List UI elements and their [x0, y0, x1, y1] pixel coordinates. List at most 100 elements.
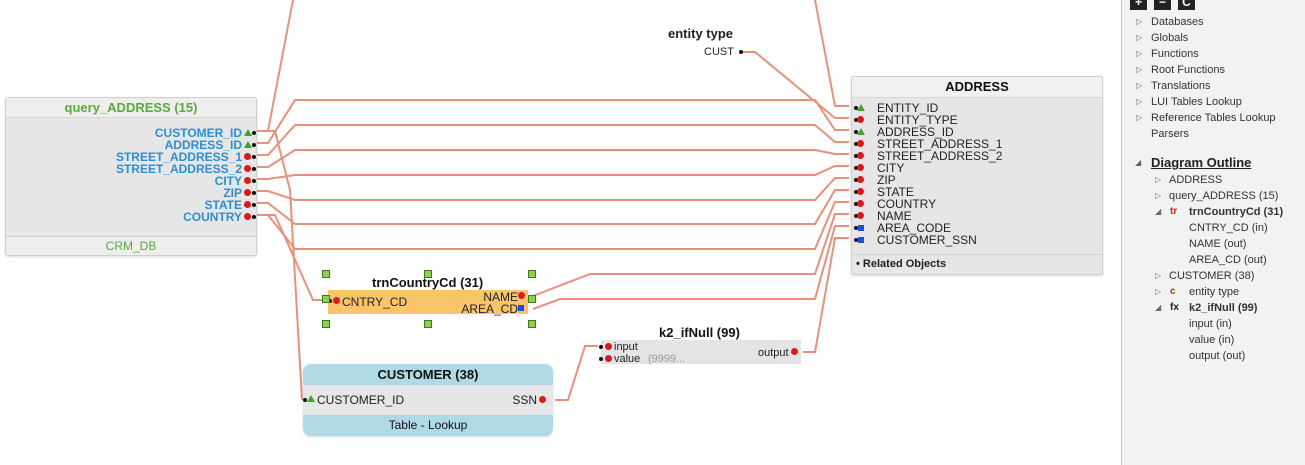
- expand-outline-arrow[interactable]: ◢: [1135, 158, 1142, 167]
- selection-handle[interactable]: [528, 295, 536, 303]
- query-field-port[interactable]: [244, 141, 252, 148]
- wire-address-id[interactable]: [257, 99, 849, 144]
- trn-output-name-port[interactable]: [518, 292, 525, 299]
- query-field-port[interactable]: [244, 213, 251, 220]
- wire-city[interactable]: [257, 165, 849, 180]
- wire-name[interactable]: [532, 213, 849, 297]
- expand-arrow-icon[interactable]: ▷: [1136, 65, 1143, 74]
- wire-entity-id-down[interactable]: [814, 0, 849, 107]
- wire-ifnull-to-ssn[interactable]: [803, 237, 849, 353]
- tree-item-databases[interactable]: Databases: [1151, 16, 1204, 28]
- tree-item-globals[interactable]: Globals: [1151, 32, 1189, 44]
- selection-handle[interactable]: [322, 320, 330, 328]
- tree-item-root-functions[interactable]: Root Functions: [1151, 64, 1225, 76]
- customer-lookup-node[interactable]: CUSTOMER (38) CUSTOMER_ID SSN Table - Lo…: [303, 364, 553, 436]
- address-field-port[interactable]: [858, 225, 864, 231]
- expand-arrow-icon[interactable]: ▷: [1136, 33, 1143, 42]
- wire-street-2[interactable]: [257, 149, 849, 168]
- customer-output-port[interactable]: [539, 396, 546, 403]
- outline-child-item[interactable]: output (out): [1189, 350, 1246, 362]
- selection-handle[interactable]: [322, 270, 330, 278]
- wire-street-1[interactable]: [257, 124, 849, 156]
- wire-country[interactable]: [257, 201, 849, 250]
- wire-customer-id-lookup[interactable]: [257, 130, 303, 401]
- address-field-port[interactable]: [857, 152, 864, 159]
- tree-item-parsers[interactable]: Parsers: [1151, 128, 1189, 140]
- outline-child-item[interactable]: CNTRY_CD (in): [1189, 222, 1268, 234]
- selection-handle[interactable]: [424, 270, 432, 278]
- selection-handle[interactable]: [528, 270, 536, 278]
- outline-item[interactable]: query_ADDRESS (15): [1169, 190, 1279, 202]
- selection-handle[interactable]: [528, 320, 536, 328]
- trn-input-port[interactable]: [333, 297, 340, 304]
- address-field-port[interactable]: [857, 128, 865, 135]
- ifnull-node[interactable]: k2_ifNull (99) input value (9999... outp…: [595, 323, 805, 365]
- refresh-icon[interactable]: C: [1178, 0, 1195, 10]
- diagram-outline-title[interactable]: Diagram Outline: [1151, 155, 1252, 170]
- query-field-port[interactable]: [244, 177, 251, 184]
- address-field-port[interactable]: [857, 104, 865, 111]
- tree-item-lui-tables-lookup[interactable]: LUI Tables Lookup: [1151, 96, 1242, 108]
- trn-output-area-port[interactable]: [518, 305, 524, 311]
- expand-arrow-icon[interactable]: ▷: [1136, 81, 1143, 90]
- address-field-port[interactable]: [857, 164, 864, 171]
- address-field-port[interactable]: [857, 176, 864, 183]
- selection-handle[interactable]: [322, 295, 330, 303]
- outline-child-item[interactable]: NAME (out): [1189, 238, 1247, 250]
- address-field-port[interactable]: [858, 237, 864, 243]
- address-field-city: CITY: [877, 161, 905, 175]
- expand-arrow-icon[interactable]: ▷: [1136, 17, 1143, 26]
- wire-ssn-to-ifnull[interactable]: [555, 345, 598, 401]
- outline-expand-icon[interactable]: ◢: [1155, 303, 1162, 312]
- query-field-port[interactable]: [244, 129, 252, 136]
- address-field-port[interactable]: [857, 188, 864, 195]
- address-field-port[interactable]: [857, 212, 864, 219]
- related-objects[interactable]: • Related Objects: [852, 254, 1102, 274]
- minus-icon[interactable]: −: [1154, 0, 1171, 10]
- query-field-port[interactable]: [244, 165, 251, 172]
- outline-item[interactable]: CUSTOMER (38): [1169, 270, 1255, 282]
- query-field-country: COUNTRY: [183, 210, 242, 224]
- wire-zip[interactable]: [257, 177, 849, 201]
- expand-arrow-icon[interactable]: ▷: [1136, 97, 1143, 106]
- tree-item-translations[interactable]: Translations: [1151, 80, 1211, 92]
- outline-child-item[interactable]: AREA_CD (out): [1189, 254, 1267, 266]
- ifnull-input-port[interactable]: [605, 343, 612, 350]
- trn-country-node[interactable]: trnCountryCd (31) CNTRY_CD NAME AREA_CD: [320, 270, 540, 330]
- ifnull-value-port[interactable]: [605, 355, 612, 362]
- outline-item[interactable]: ADDRESS: [1169, 174, 1223, 186]
- outline-expand-icon[interactable]: ◢: [1155, 207, 1162, 216]
- customer-footer: Table - Lookup: [303, 415, 553, 436]
- outline-item[interactable]: k2_ifNull (99): [1189, 302, 1258, 314]
- address-field-port[interactable]: [857, 200, 864, 207]
- wire-area-code[interactable]: [532, 225, 849, 310]
- outline-expand-icon[interactable]: ▷: [1155, 175, 1162, 184]
- customer-input-port[interactable]: [307, 395, 315, 402]
- outline-item[interactable]: entity type: [1189, 286, 1240, 298]
- outline-expand-icon[interactable]: ▷: [1155, 271, 1162, 280]
- outline-item[interactable]: trnCountryCd (31): [1189, 206, 1284, 218]
- outline-child-item[interactable]: input (in): [1189, 318, 1232, 330]
- entity-type-output-port[interactable]: [739, 50, 743, 54]
- tree-item-reference-tables-lookup[interactable]: Reference Tables Lookup: [1151, 112, 1276, 124]
- address-field-port[interactable]: [857, 140, 864, 147]
- tree-item-functions[interactable]: Functions: [1151, 48, 1199, 60]
- ifnull-output-port[interactable]: [791, 348, 798, 355]
- query-field-port[interactable]: [244, 153, 251, 160]
- outline-child-item[interactable]: value (in): [1189, 334, 1235, 346]
- query-field-port[interactable]: [244, 189, 251, 196]
- expand-arrow-icon[interactable]: ▷: [1136, 113, 1143, 122]
- wire-entity-type[interactable]: [742, 51, 849, 119]
- outline-expand-icon[interactable]: ▷: [1155, 287, 1162, 296]
- query-field-port[interactable]: [244, 201, 251, 208]
- selection-handle[interactable]: [424, 320, 432, 328]
- address-field-port[interactable]: [857, 116, 864, 123]
- plus-icon[interactable]: +: [1130, 0, 1147, 10]
- expand-arrow-icon[interactable]: ▷: [1136, 49, 1143, 58]
- diagram-canvas[interactable]: entity type CUST query_ADDRESS (15) CUST…: [0, 0, 1120, 465]
- entity-type-node[interactable]: entity type CUST: [640, 26, 750, 60]
- wire-state[interactable]: [257, 189, 849, 225]
- outline-expand-icon[interactable]: ▷: [1155, 191, 1162, 200]
